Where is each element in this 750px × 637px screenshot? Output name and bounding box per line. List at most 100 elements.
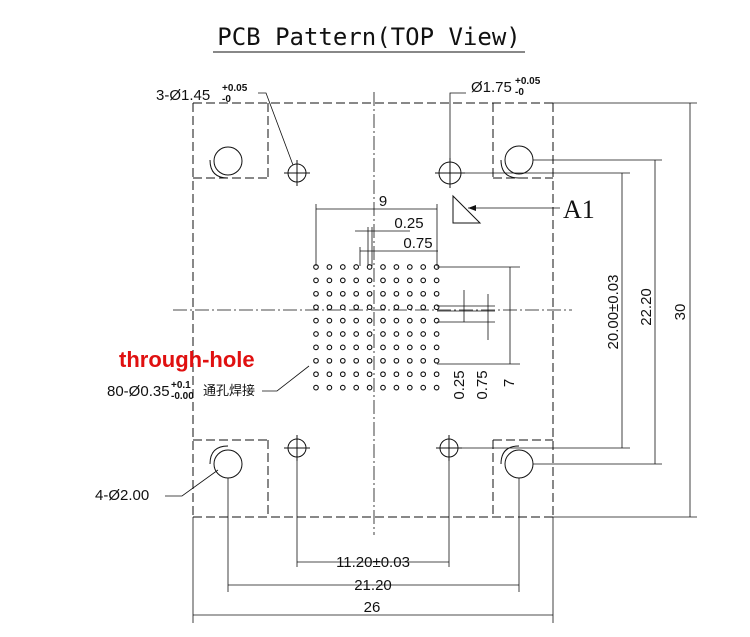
via-pad bbox=[326, 304, 333, 311]
via-pad bbox=[313, 304, 319, 311]
via-pad bbox=[433, 304, 440, 311]
via-pad bbox=[339, 304, 346, 311]
dim-h-2120: 21.20 bbox=[354, 577, 392, 594]
dim-h-1120: 11.20±0.03 bbox=[336, 554, 410, 571]
via-pad bbox=[406, 317, 413, 324]
via-pad bbox=[393, 317, 400, 324]
dim-v-30: 30 bbox=[672, 304, 689, 321]
via-pad bbox=[366, 277, 373, 284]
via-pad bbox=[433, 344, 440, 351]
via-pad bbox=[420, 317, 427, 324]
via-pad bbox=[353, 384, 360, 391]
via-pad bbox=[406, 277, 413, 284]
via-pad bbox=[406, 304, 413, 311]
via-pad bbox=[393, 331, 400, 337]
via-pad bbox=[433, 331, 440, 337]
a1-arrow-icon bbox=[468, 205, 476, 211]
corner-hole-leader bbox=[165, 469, 219, 497]
via-pad bbox=[339, 371, 346, 378]
dim-v-2220: 22.20 bbox=[638, 288, 655, 326]
via-pad bbox=[353, 290, 360, 297]
via-pad bbox=[420, 357, 427, 364]
via-pad bbox=[420, 371, 427, 378]
via-tol-down: -0.00 bbox=[171, 391, 194, 402]
via-pad bbox=[313, 331, 319, 337]
via-pad bbox=[339, 264, 346, 270]
via-pad bbox=[353, 371, 360, 378]
via-pad bbox=[393, 371, 400, 378]
via-pad bbox=[433, 371, 440, 378]
via-pad bbox=[420, 290, 427, 297]
via-pad bbox=[393, 277, 400, 284]
via-pad bbox=[406, 331, 413, 337]
via-pad bbox=[326, 277, 333, 284]
via-pad bbox=[380, 264, 386, 270]
via-pad bbox=[326, 344, 333, 351]
via-pad bbox=[380, 357, 386, 364]
inner-outline bbox=[193, 103, 553, 517]
a1-marker-icon bbox=[452, 194, 482, 224]
corner-hole bbox=[209, 445, 243, 479]
via-pad bbox=[339, 357, 346, 364]
corner-hole bbox=[209, 146, 243, 179]
via-pad bbox=[380, 317, 386, 324]
via-pad bbox=[353, 331, 360, 337]
mounting-hole bbox=[436, 435, 462, 461]
via-pad bbox=[326, 264, 333, 270]
via-pad bbox=[420, 277, 427, 284]
via-pad bbox=[380, 371, 386, 378]
alignment-hole bbox=[435, 158, 465, 188]
via-pad bbox=[326, 371, 333, 378]
align-hole-tol-up: +0.05 bbox=[515, 76, 541, 87]
via-pad bbox=[433, 277, 440, 284]
via-pad bbox=[353, 344, 360, 351]
via-pad bbox=[406, 357, 413, 364]
via-pad bbox=[366, 290, 373, 297]
mounting-hole bbox=[284, 160, 310, 186]
pin-grid bbox=[313, 264, 440, 391]
via-pad bbox=[380, 290, 386, 297]
via-pad bbox=[313, 290, 319, 297]
via-pad bbox=[326, 384, 333, 391]
through-hole-label: through-hole bbox=[119, 347, 255, 372]
via-label: 80-Ø0.35 bbox=[107, 383, 170, 400]
mounting-hole bbox=[284, 435, 310, 461]
dim-v-7: 7 bbox=[501, 379, 518, 387]
via-pad bbox=[353, 264, 360, 270]
via-pad bbox=[313, 384, 319, 391]
via-pad bbox=[353, 277, 360, 284]
mount-hole-leader bbox=[258, 92, 294, 166]
dim-h-26: 26 bbox=[364, 599, 381, 616]
via-pad bbox=[393, 357, 400, 364]
via-pad bbox=[433, 290, 440, 297]
via-pad bbox=[420, 344, 427, 351]
a1-label: A1 bbox=[563, 195, 595, 224]
via-pad bbox=[313, 277, 319, 284]
via-pad bbox=[366, 317, 373, 324]
via-note-cn: 通孔焊接 bbox=[203, 383, 255, 398]
via-pad bbox=[353, 317, 360, 324]
via-pad bbox=[393, 264, 400, 270]
align-hole-leader bbox=[449, 92, 466, 162]
via-pad bbox=[380, 304, 386, 311]
via-pad bbox=[420, 331, 427, 337]
via-pad bbox=[393, 384, 400, 391]
via-pad bbox=[420, 264, 427, 270]
via-pad bbox=[339, 384, 346, 391]
mount-hole-tol-up: +0.05 bbox=[222, 83, 248, 94]
via-pad bbox=[339, 277, 346, 284]
via-pad bbox=[380, 277, 386, 284]
via-pad bbox=[433, 357, 440, 364]
dim-v-025: 0.25 bbox=[451, 370, 468, 399]
dim-pitch-075: 0.75 bbox=[403, 235, 432, 252]
via-tol-up: +0.1 bbox=[171, 380, 191, 391]
via-pad bbox=[420, 384, 427, 391]
via-pad bbox=[406, 344, 413, 351]
dim-v-075: 0.75 bbox=[474, 370, 491, 399]
via-pad bbox=[380, 344, 386, 351]
via-pad bbox=[380, 384, 386, 391]
via-pad bbox=[326, 331, 333, 337]
via-pad bbox=[326, 317, 333, 324]
via-pad bbox=[326, 290, 333, 297]
corner-hole bbox=[500, 445, 534, 479]
